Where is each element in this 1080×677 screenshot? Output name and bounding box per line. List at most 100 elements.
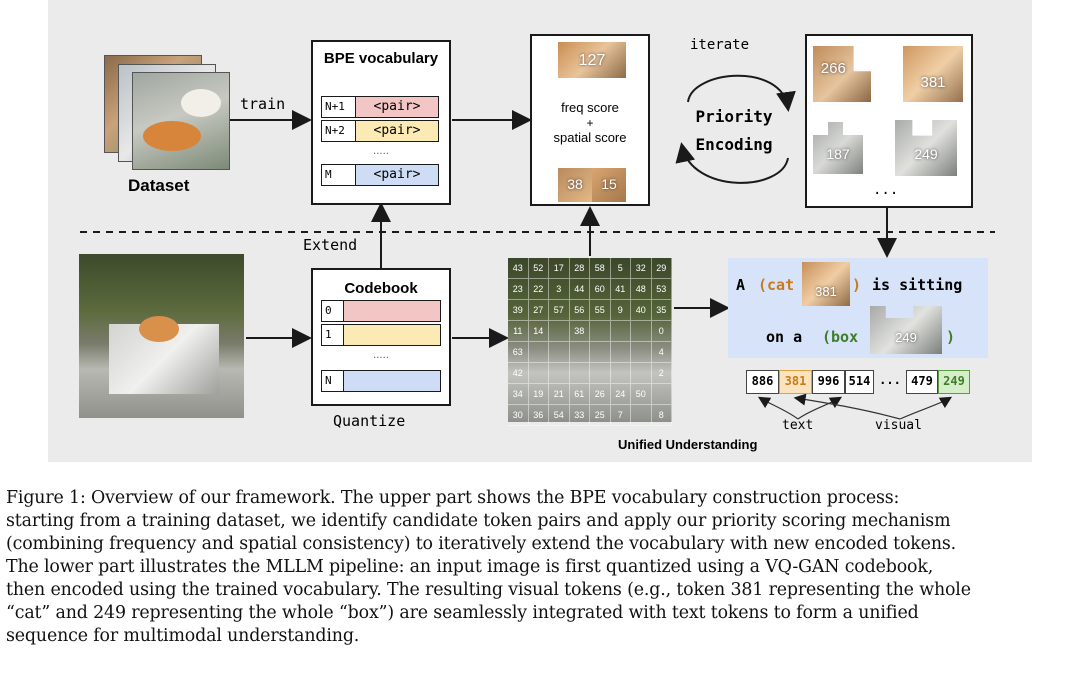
bpe-row-index: M (322, 165, 356, 185)
sentence-on-a: on a (766, 328, 803, 346)
grid-cell (610, 342, 631, 363)
caption-line: Figure 1: Overview of our framework. The… (6, 488, 900, 508)
bpe-row-index: N+2 (322, 121, 356, 141)
grid-cell (549, 321, 570, 342)
grid-cell: 43 (508, 258, 529, 279)
grid-cell: 30 (508, 405, 529, 426)
codebook-row-value (344, 325, 440, 345)
grid-cell: 26 (590, 384, 611, 405)
sentence-box-token: 249 (895, 330, 917, 345)
merge-to-image: 249 (895, 120, 957, 176)
bpe-row: N+2 <pair> (321, 120, 439, 142)
grid-cell: 33 (569, 405, 590, 426)
grid-cell (590, 342, 611, 363)
grid-cell: 48 (631, 279, 652, 300)
grid-cell: 60 (590, 279, 611, 300)
iterate-arrow-top (687, 74, 796, 112)
grid-cell (549, 363, 570, 384)
merge-from-token: 187 (826, 146, 850, 162)
grid-cell (549, 342, 570, 363)
grid-cell: 55 (590, 300, 611, 321)
grid-cell (569, 363, 590, 384)
grid-cell: 34 (508, 384, 529, 405)
grid-cell (631, 363, 652, 384)
token-cell: 886 (746, 370, 779, 394)
grid-cell: 17 (549, 258, 570, 279)
codebook-row: N (321, 370, 441, 392)
bpe-dots: ..... (373, 146, 389, 157)
token-cell: 479 (906, 370, 938, 394)
unified-label: Unified Understanding (618, 437, 758, 452)
grid-cell: 58 (590, 258, 611, 279)
extend-label: Extend (303, 236, 358, 254)
grid-cell: 39 (508, 300, 529, 321)
sentence-cat-token: 381 (815, 284, 837, 299)
grid-cell (610, 363, 631, 384)
grid-cell: 50 (631, 384, 652, 405)
quantize-label: Quantize (333, 412, 406, 430)
codebook-row-value (344, 371, 440, 391)
bpe-row: N+1 <pair> (321, 96, 439, 118)
codebook-box: Codebook 0 1 ..... N (311, 268, 451, 406)
token-ellipsis: ... (879, 373, 901, 387)
codebook-title: Codebook (344, 280, 418, 297)
codebook-row-index: N (322, 371, 344, 391)
token-cell: 996 (812, 370, 845, 394)
codebook-dots: ..... (373, 350, 389, 361)
grid-cell: 21 (549, 384, 570, 405)
grid-cell: 29 (651, 258, 672, 279)
grid-cell: 53 (651, 279, 672, 300)
grid-cell: 8 (651, 405, 672, 426)
grid-cell: 19 (528, 384, 549, 405)
grid-cell: 0 (651, 321, 672, 342)
train-label: train (240, 95, 286, 113)
merge-to-image: 381 (903, 46, 963, 102)
priority-label: Priority (695, 107, 773, 126)
grid-cell: 11 (508, 321, 529, 342)
grid-cell: 32 (631, 258, 652, 279)
sentence-cat-image: 381 (802, 262, 850, 306)
grid-cell: 40 (631, 300, 652, 321)
codebook-row-index: 0 (322, 301, 344, 321)
grid-cell: 61 (569, 384, 590, 405)
pair-image-right: 15 (592, 168, 626, 202)
grid-cell: 52 (528, 258, 549, 279)
grid-cell: 44 (569, 279, 590, 300)
token-cell: 381 (779, 370, 812, 394)
grid-cell: 9 (610, 300, 631, 321)
iterate-arrow-bottom (675, 142, 789, 184)
grid-cell: 5 (610, 258, 631, 279)
grid-cell: 22 (528, 279, 549, 300)
bpe-vocabulary-box: BPE vocabulary N+1 <pair> N+2 <pair> ...… (311, 40, 451, 205)
grid-cell: 24 (610, 384, 631, 405)
grid-cell: 57 (549, 300, 570, 321)
bpe-row-value: <pair> (356, 165, 438, 185)
bpe-row-index: N+1 (322, 97, 356, 117)
merge-from-image: 266 (813, 46, 871, 102)
grid-cell: 23 (508, 279, 529, 300)
bpe-row-value: <pair> (356, 121, 438, 141)
sentence-a: A (736, 276, 746, 294)
iterate-label: iterate (690, 37, 750, 53)
grid-cell (528, 363, 549, 384)
freq-score-label: freq score (561, 100, 619, 115)
merge-from-image: 187 (813, 122, 863, 174)
grid-cell: 42 (508, 363, 529, 384)
grid-cell: 25 (590, 405, 611, 426)
bpe-row: M <pair> (321, 164, 439, 186)
score-box: 127 freq score + spatial score 38 15 (530, 34, 650, 206)
encoding-label: Encoding (695, 135, 773, 154)
sentence-cat-close: ) (852, 276, 862, 294)
grid-cell (631, 321, 652, 342)
visual-label: visual (875, 418, 922, 433)
bpe-row-value: <pair> (356, 97, 438, 117)
grid-cell: 14 (528, 321, 549, 342)
sentence-box-close: ) (946, 328, 956, 346)
merge-to-token: 381 (920, 74, 946, 91)
grid-cell: 56 (569, 300, 590, 321)
grid-cell (590, 363, 611, 384)
grid-cell (610, 321, 631, 342)
grid-cell: 63 (508, 342, 529, 363)
merge-to-token: 249 (914, 146, 938, 162)
